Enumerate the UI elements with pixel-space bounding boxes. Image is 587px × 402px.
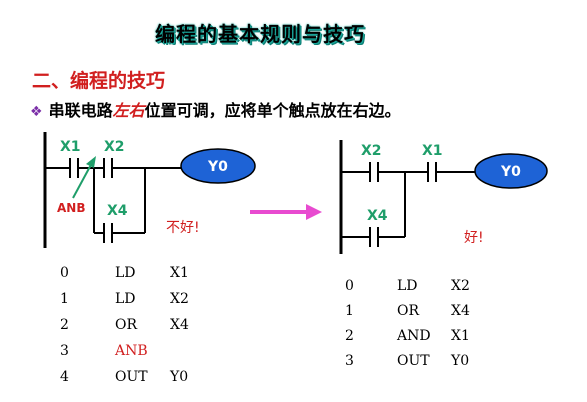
- anb-pointer-arrow: [72, 160, 94, 199]
- anb-label: ANB: [57, 201, 85, 215]
- left-ladder: [43, 132, 182, 248]
- step-number: 2: [345, 328, 354, 344]
- left-program-listing: 0 LD X1 1 LD X2 2 OR X4 3 ANB 4 OUT Y0: [60, 265, 210, 395]
- rule-text-after: 位置可调，应将单个触点放在右边。: [144, 101, 401, 120]
- rule-text-before: 串联电路: [48, 101, 113, 120]
- left-x1-label: X1: [60, 139, 81, 155]
- section-heading: 二、编程的技巧: [32, 70, 166, 92]
- step-number: 3: [345, 353, 354, 369]
- step-number: 0: [345, 278, 354, 294]
- left-coil-y0: [180, 148, 256, 184]
- step-number: 1: [345, 303, 354, 319]
- rule-text-emphasis: 左右: [112, 101, 145, 120]
- instruction-op: OUT: [397, 353, 430, 369]
- diamond-bullet-icon: ❖: [30, 104, 43, 120]
- instruction-op: LD: [115, 265, 136, 281]
- instruction-arg: X4: [170, 317, 189, 333]
- instruction-op: OUT: [115, 369, 148, 385]
- instruction-arg: X2: [451, 278, 470, 294]
- right-verdict: 好!: [464, 230, 484, 246]
- instruction-arg: X1: [170, 265, 189, 281]
- slide-title-wrap: 编程的基本规则与技巧: [110, 18, 410, 47]
- left-verdict: 不好!: [166, 220, 200, 236]
- instruction-arg: Y0: [170, 369, 189, 385]
- step-number: 4: [60, 369, 69, 385]
- instruction-arg: X2: [170, 291, 189, 307]
- right-x2-label: X2: [361, 143, 382, 159]
- anb-pointer-arrowhead: [86, 156, 96, 168]
- step-number: 1: [60, 291, 69, 307]
- transform-arrow: [250, 204, 322, 220]
- instruction-op: OR: [115, 317, 138, 333]
- right-ladder: [339, 140, 476, 254]
- step-number: 2: [60, 317, 69, 333]
- right-x1-label: X1: [422, 143, 443, 159]
- slide-title: 编程的基本规则与技巧: [155, 22, 365, 46]
- left-x4-label: X4: [107, 203, 128, 219]
- step-number: 0: [60, 265, 69, 281]
- right-program-listing: 0 LD X2 1 OR X4 2 AND X1 3 OUT Y0: [345, 278, 495, 378]
- right-coil-y0: [474, 153, 548, 189]
- instruction-op: LD: [397, 278, 418, 294]
- instruction-arg: Y0: [451, 353, 470, 369]
- left-coil-label: Y0: [207, 159, 228, 175]
- instruction-arg: X4: [451, 303, 470, 319]
- step-number: 3: [60, 343, 69, 359]
- instruction-op: AND: [397, 328, 431, 344]
- instruction-op-anb: ANB: [115, 343, 148, 359]
- rule-statement: ❖ 串联电路左右位置可调，应将单个触点放在右边。: [30, 97, 401, 121]
- instruction-op: OR: [397, 303, 420, 319]
- instruction-op: LD: [115, 291, 136, 307]
- right-coil-label: Y0: [500, 164, 521, 180]
- right-x4-label: X4: [367, 208, 388, 224]
- instruction-arg: X1: [451, 328, 470, 344]
- left-x2-label: X2: [104, 139, 125, 155]
